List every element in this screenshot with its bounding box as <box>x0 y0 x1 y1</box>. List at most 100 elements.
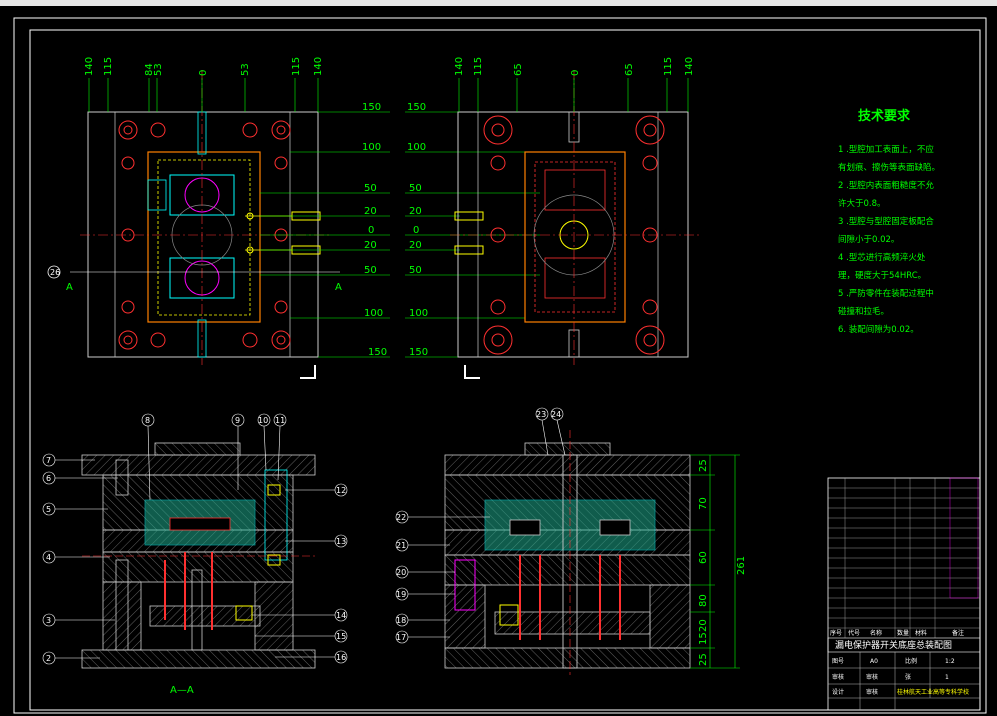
top-left-dims: 140 115 84 53 0 53 115 140 <box>84 57 324 76</box>
note-line-5: 间隙小于0.02。 <box>838 234 899 245</box>
top-right-dim-lines <box>458 78 689 112</box>
vertical-dims: 25 70 60 261 80 20 15 25 <box>698 459 747 666</box>
callout-2: 2 <box>46 654 51 663</box>
callout-23: 23 <box>536 410 546 419</box>
dim-tl-140a: 140 <box>84 57 95 76</box>
callout-15: 15 <box>336 632 346 641</box>
tb-r1-1: A0 <box>870 658 878 665</box>
top-left-dim-lines <box>88 78 319 112</box>
vdim-261: 261 <box>736 556 747 575</box>
dim-ml-6: 50 <box>364 265 377 276</box>
section-view-a-a <box>81 442 316 669</box>
dim-ml-8: 150 <box>368 347 387 358</box>
callout-12: 12 <box>336 486 346 495</box>
inner-border <box>29 29 981 711</box>
note-line-2: 2 .型腔内表面粗糙度不允 <box>838 180 934 191</box>
vdim-15: 15 <box>698 632 709 645</box>
note-line-9: 碰撞和拉毛。 <box>838 306 889 317</box>
callout-18: 18 <box>396 616 406 625</box>
tb-head-4: 材料 <box>915 629 927 637</box>
vdim-80: 80 <box>698 594 709 607</box>
callout-17: 17 <box>396 633 406 642</box>
section-cut-line <box>47 265 340 279</box>
dim-tr-115b: 115 <box>663 57 674 76</box>
callout-16: 16 <box>336 653 346 662</box>
callout-8: 8 <box>145 416 150 425</box>
tb-r1-3: 1:2 <box>945 658 955 665</box>
dim-mr-4: 0 <box>413 225 419 236</box>
dim-mr-3: 20 <box>409 206 422 217</box>
dim-tl-84: 84 <box>144 63 155 76</box>
mid-callouts <box>395 407 566 644</box>
tb-school: 桂林航天工业高等专科学校 <box>897 688 969 696</box>
tb-r1-2: 比例 <box>905 657 917 665</box>
dim-ml-3: 20 <box>364 206 377 217</box>
section-view-b <box>444 430 691 675</box>
dim-mr-8: 150 <box>409 347 428 358</box>
tb-head-5: 备注 <box>952 629 964 637</box>
vdim-25a: 25 <box>698 459 709 472</box>
vertical-dim-lines <box>690 454 740 669</box>
note-line-10: 6. 装配间隙为0.02。 <box>838 324 919 335</box>
callout-26: 26 <box>50 268 60 277</box>
callout-13: 13 <box>336 537 346 546</box>
right-callouts <box>252 483 348 664</box>
vdim-25b: 25 <box>698 653 709 666</box>
notes-title: 技术要求 <box>858 108 911 124</box>
dim-ml-2: 50 <box>364 183 377 194</box>
section-title: A—A <box>170 685 194 696</box>
dim-ml-5: 20 <box>364 240 377 251</box>
top-callouts <box>141 413 287 501</box>
dim-tl-140b: 140 <box>313 57 324 76</box>
mid-dims-left: 150 100 50 20 0 20 50 100 150 <box>362 102 387 358</box>
drawing-title: 漏电保护器开关底座总装配图 <box>835 639 952 651</box>
top-right-dims: 140 115 65 0 65 115 140 <box>454 57 695 76</box>
callout-4: 4 <box>46 553 51 562</box>
dim-ml-1: 100 <box>362 142 381 153</box>
callout-21: 21 <box>396 541 406 550</box>
callout-19: 19 <box>396 590 406 599</box>
title-block <box>827 477 981 711</box>
dim-ml-0: 150 <box>362 102 381 113</box>
dim-mr-0: 150 <box>407 102 426 113</box>
corner-mark-right <box>464 365 480 379</box>
callout-7: 7 <box>46 456 51 465</box>
tb-r2-0: 审核 <box>832 673 844 681</box>
corner-mark-left <box>300 365 316 379</box>
plan-view-right <box>450 70 700 365</box>
left-callouts <box>42 453 118 665</box>
dim-tr-65b: 65 <box>624 63 635 76</box>
dim-mr-6: 50 <box>409 265 422 276</box>
tb-r1-0: 图号 <box>832 658 844 665</box>
section-mark-right: A <box>335 282 342 293</box>
tb-r2-2: 张 <box>905 673 911 681</box>
dim-mr-2: 50 <box>409 183 422 194</box>
title-block-text: 序号 代号 名称 数量 材料 备注 漏电保护器开关底座总装配图 图号 A0 比例… <box>830 629 969 696</box>
section-mark-left: A <box>66 282 73 293</box>
callout-3: 3 <box>46 616 51 625</box>
window-top-bar <box>0 0 997 6</box>
note-line-3: 许大于0.8。 <box>838 198 886 209</box>
callout-6: 6 <box>46 474 51 483</box>
note-line-1: 有划痕、擦伤等表面缺陷。 <box>838 162 940 173</box>
dim-mr-1: 100 <box>407 142 426 153</box>
tb-head-1: 代号 <box>848 629 860 637</box>
dim-tr-140a: 140 <box>454 57 465 76</box>
tb-head-3: 数量 <box>897 629 909 637</box>
dim-tl-115b: 115 <box>291 57 302 76</box>
dim-tr-115a: 115 <box>473 57 484 76</box>
callout-22: 22 <box>396 513 406 522</box>
callout-14: 14 <box>336 611 346 620</box>
dim-tl-53a: 53 <box>153 63 164 76</box>
note-line-7: 理，硬度大于54HRC。 <box>838 270 926 281</box>
dim-tr-0: 0 <box>570 70 581 76</box>
dim-tl-115a: 115 <box>103 57 114 76</box>
note-line-6: 4 .型芯进行高频淬火处 <box>838 252 926 263</box>
callout-10: 10 <box>258 416 268 425</box>
note-line-4: 3 .型腔与型腔固定板配合 <box>838 216 934 227</box>
note-line-8: 5 .严防零件在装配过程中 <box>838 288 934 299</box>
vdim-20: 20 <box>698 619 709 632</box>
tb-head-2: 名称 <box>870 629 882 637</box>
